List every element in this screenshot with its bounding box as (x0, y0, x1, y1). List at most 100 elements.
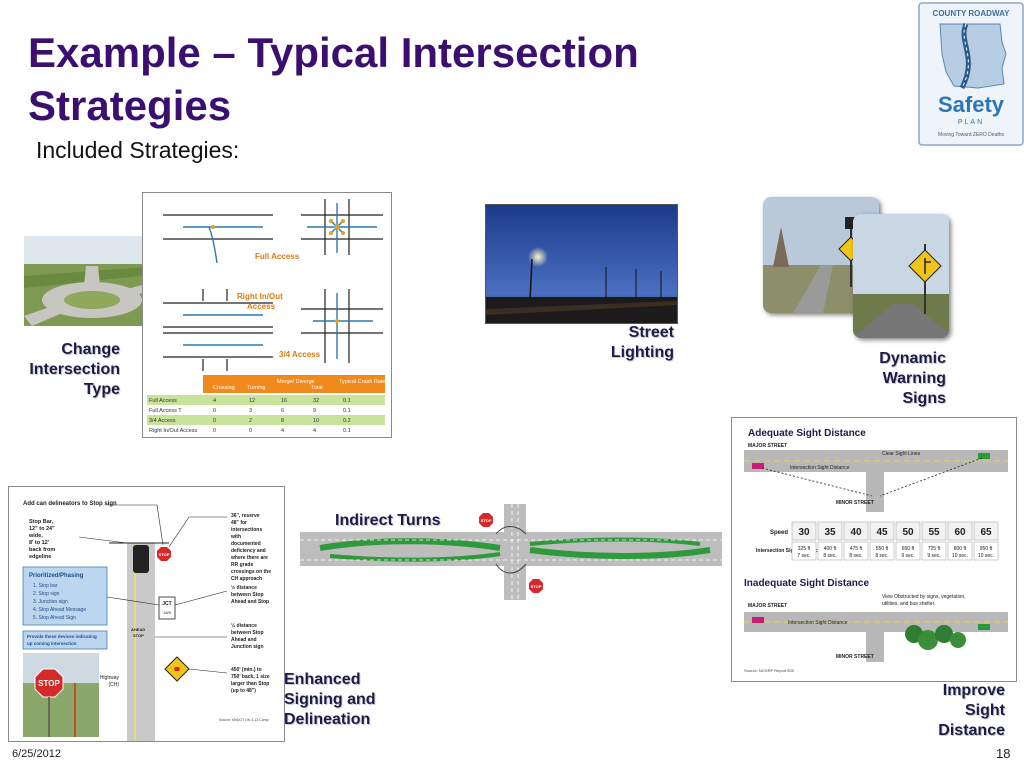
access-row-cell: 9 (313, 408, 316, 414)
right-note-4: with (230, 534, 241, 540)
sight-source: Source: NCHRP Report 500 (744, 668, 795, 673)
access-row-cell: 0.1 (343, 428, 351, 434)
speed-value: 50 (902, 527, 914, 538)
intersection-sight-2: Intersection Sight Distance (788, 620, 848, 626)
distance-cell-bg (895, 541, 921, 561)
time-value: 8 sec. (849, 553, 862, 559)
time-value: 9 sec. (927, 553, 940, 559)
change-label-line-3: Type (83, 381, 120, 398)
stopbar-note-6: edgeline (29, 554, 51, 560)
logo-word: Safety (938, 92, 1005, 117)
note-450-4: (up to 48") (231, 688, 256, 694)
distance-cell-bg (791, 541, 817, 561)
speed-cell-bg (895, 521, 921, 541)
enhanced-label-line-3: Delineation (284, 711, 371, 728)
improve-sight-distance-label: Improve Sight Distance (905, 681, 1005, 741)
street-label-line-2: Lighting (610, 344, 674, 361)
right-note-13: Ahead and Stop (231, 599, 269, 605)
distance-value: 650 ft (902, 546, 915, 552)
half-note-3: Ahead and (231, 637, 257, 643)
distance-cell-bg (921, 541, 947, 561)
speed-cell-bg (947, 521, 973, 541)
street-label-line-1: Street (628, 324, 674, 341)
obstructed-note-2: utilities, and bus shelter. (882, 601, 935, 607)
stopbar-note-4: 8' to 12' (29, 540, 50, 546)
enhanced-label-line-2: Signing and (284, 691, 376, 708)
indirect-turns-diagram: STOP STOP (300, 504, 722, 600)
distance-value: 325 ft (798, 546, 811, 552)
note-450-1: 450' (min.) to (231, 667, 262, 673)
access-row-cell: 0 (249, 428, 252, 434)
access-row-name: 3/4 Access (149, 418, 176, 424)
right-note-9: crossings on the (231, 569, 271, 575)
roundabout-photo-graphic (24, 236, 160, 326)
change-intersection-type-label: Change Intersection Type (8, 340, 120, 400)
speed-cell-bg (921, 521, 947, 541)
time-value: 7 sec. (797, 553, 810, 559)
logo-plan: PLAN (958, 119, 984, 126)
dynamic-label-line-1: Dynamic (879, 350, 946, 367)
stopbar-note-3: wide, (28, 533, 43, 539)
half-note-1: ½ distance (231, 622, 257, 629)
distance-value: 950 ft (980, 546, 993, 552)
speed-value: 35 (824, 527, 836, 538)
access-row-cell: 12 (249, 398, 255, 404)
stopbar-note-1: Stop Bar, (29, 519, 54, 525)
right-note-2: 48" for (231, 520, 247, 526)
access-row-cell: 0 (213, 418, 216, 424)
jct-sign: JCT (162, 601, 171, 607)
enhanced-signing-label: Enhanced Signing and Delineation (284, 670, 394, 730)
access-row-cell: 4 (213, 398, 216, 404)
right-note-11: ½ distance (231, 584, 257, 591)
slide-date: 6/25/2012 (12, 748, 61, 760)
county-hwy-1: County Highway (83, 675, 120, 681)
phasing-item: 2. Stop sign (33, 591, 60, 597)
page-number: 18 (996, 746, 1011, 761)
access-row-cell: 0 (213, 408, 216, 414)
right-note-5: documented (231, 541, 261, 547)
time-value: 8 sec. (823, 553, 836, 559)
speed-cell-bg (869, 521, 895, 541)
distance-value: 475 ft (850, 546, 863, 552)
change-label-line-1: Change (61, 341, 120, 358)
access-row-cell: 2 (249, 418, 252, 424)
indirect-stop-sign-1: STOP (481, 518, 492, 523)
half-note-4: Junction sign (231, 644, 264, 650)
access-row-cell: 3 (249, 408, 252, 414)
access-row-cell: 0.1 (343, 408, 351, 414)
improve-label-line-1: Improve (942, 682, 1005, 699)
minor-street-2: MINOR STREET (836, 654, 874, 660)
access-row-cell: 10 (313, 418, 319, 424)
note-top: Add can delineators to Stop sign (23, 501, 117, 507)
signing-source: Source: MnDOT Div 3-13 Comp (219, 718, 269, 722)
adequate-title: Adequate Sight Distance (748, 428, 866, 439)
devices-note-1: Provide these devices indicating (27, 634, 97, 639)
change-label-line-2: Intersection (29, 361, 120, 378)
improve-label-line-3: Distance (938, 722, 1005, 739)
obstructed-note-1: View Obstructed by signs, vegetation, (882, 594, 966, 600)
stopbar-note-2: 12" to 24" (29, 526, 55, 532)
improve-label-line-2: Sight (965, 702, 1005, 719)
access-row-cell: 0.1 (343, 398, 351, 404)
right-note-12: between Stop (231, 592, 264, 598)
shield-sign: 16/9 (163, 610, 172, 615)
right-in-out-text-1: Right In/Out (237, 292, 283, 301)
header-crash-rate: Typical Crash Rate (339, 379, 385, 385)
note-450-2: 750' back, 1 size (231, 674, 270, 680)
county-hwy-2: (CH) (108, 682, 119, 688)
dynamic-label-line-2: Warning (882, 370, 946, 387)
roundabout-photo (24, 236, 160, 326)
time-value: 8 sec. (875, 553, 888, 559)
indirect-turns-graphic: STOP STOP (300, 504, 722, 600)
sight-distance-diagram: Adequate Sight Distance MAJOR STREET Cle… (731, 417, 1017, 682)
right-note-6: deficiency and (231, 548, 266, 554)
logo-top-text: COUNTY ROADWAY (933, 9, 1011, 18)
access-row-cell: 0.2 (343, 418, 351, 424)
distance-value: 550 ft (876, 546, 889, 552)
speed-value: 45 (876, 527, 888, 538)
access-row-bg (147, 415, 385, 425)
dynamic-warning-photo-front (853, 214, 949, 338)
prioritized-title: Prioritized/Phasing (29, 573, 84, 579)
major-street-1: MAJOR STREET (748, 443, 787, 449)
access-row-name: Full Access (149, 398, 177, 404)
